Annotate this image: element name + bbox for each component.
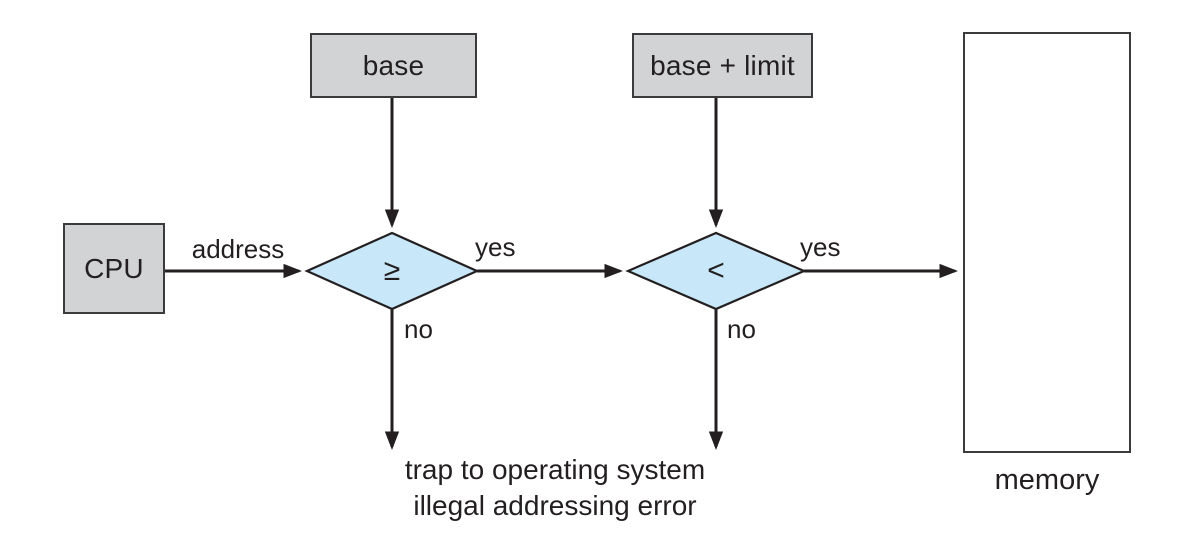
base-register-box: base <box>310 33 477 98</box>
base-plus-limit-register-box: base + limit <box>632 33 813 98</box>
memory-label: memory <box>994 464 1100 496</box>
cpu-label: CPU <box>84 252 144 284</box>
memory-box <box>963 32 1131 453</box>
yes-label-second-check: yes <box>800 232 841 262</box>
yes-label-first-check: yes <box>475 232 516 262</box>
trap-caption-line1: trap to operating system <box>404 454 706 485</box>
trap-caption-line2: illegal addressing error <box>413 490 697 521</box>
no-label-second-check: no <box>727 314 756 344</box>
no-label-first-check: no <box>404 314 433 344</box>
cpu-box: CPU <box>63 223 165 314</box>
base-plus-limit-register-label: base + limit <box>650 49 795 81</box>
address-edge-label: address <box>191 234 285 264</box>
trap-caption: trap to operating system illegal address… <box>355 452 755 524</box>
compare-gte-symbol: ≥ <box>383 254 401 287</box>
compare-lt-symbol: < <box>707 254 725 287</box>
base-register-label: base <box>362 49 425 81</box>
